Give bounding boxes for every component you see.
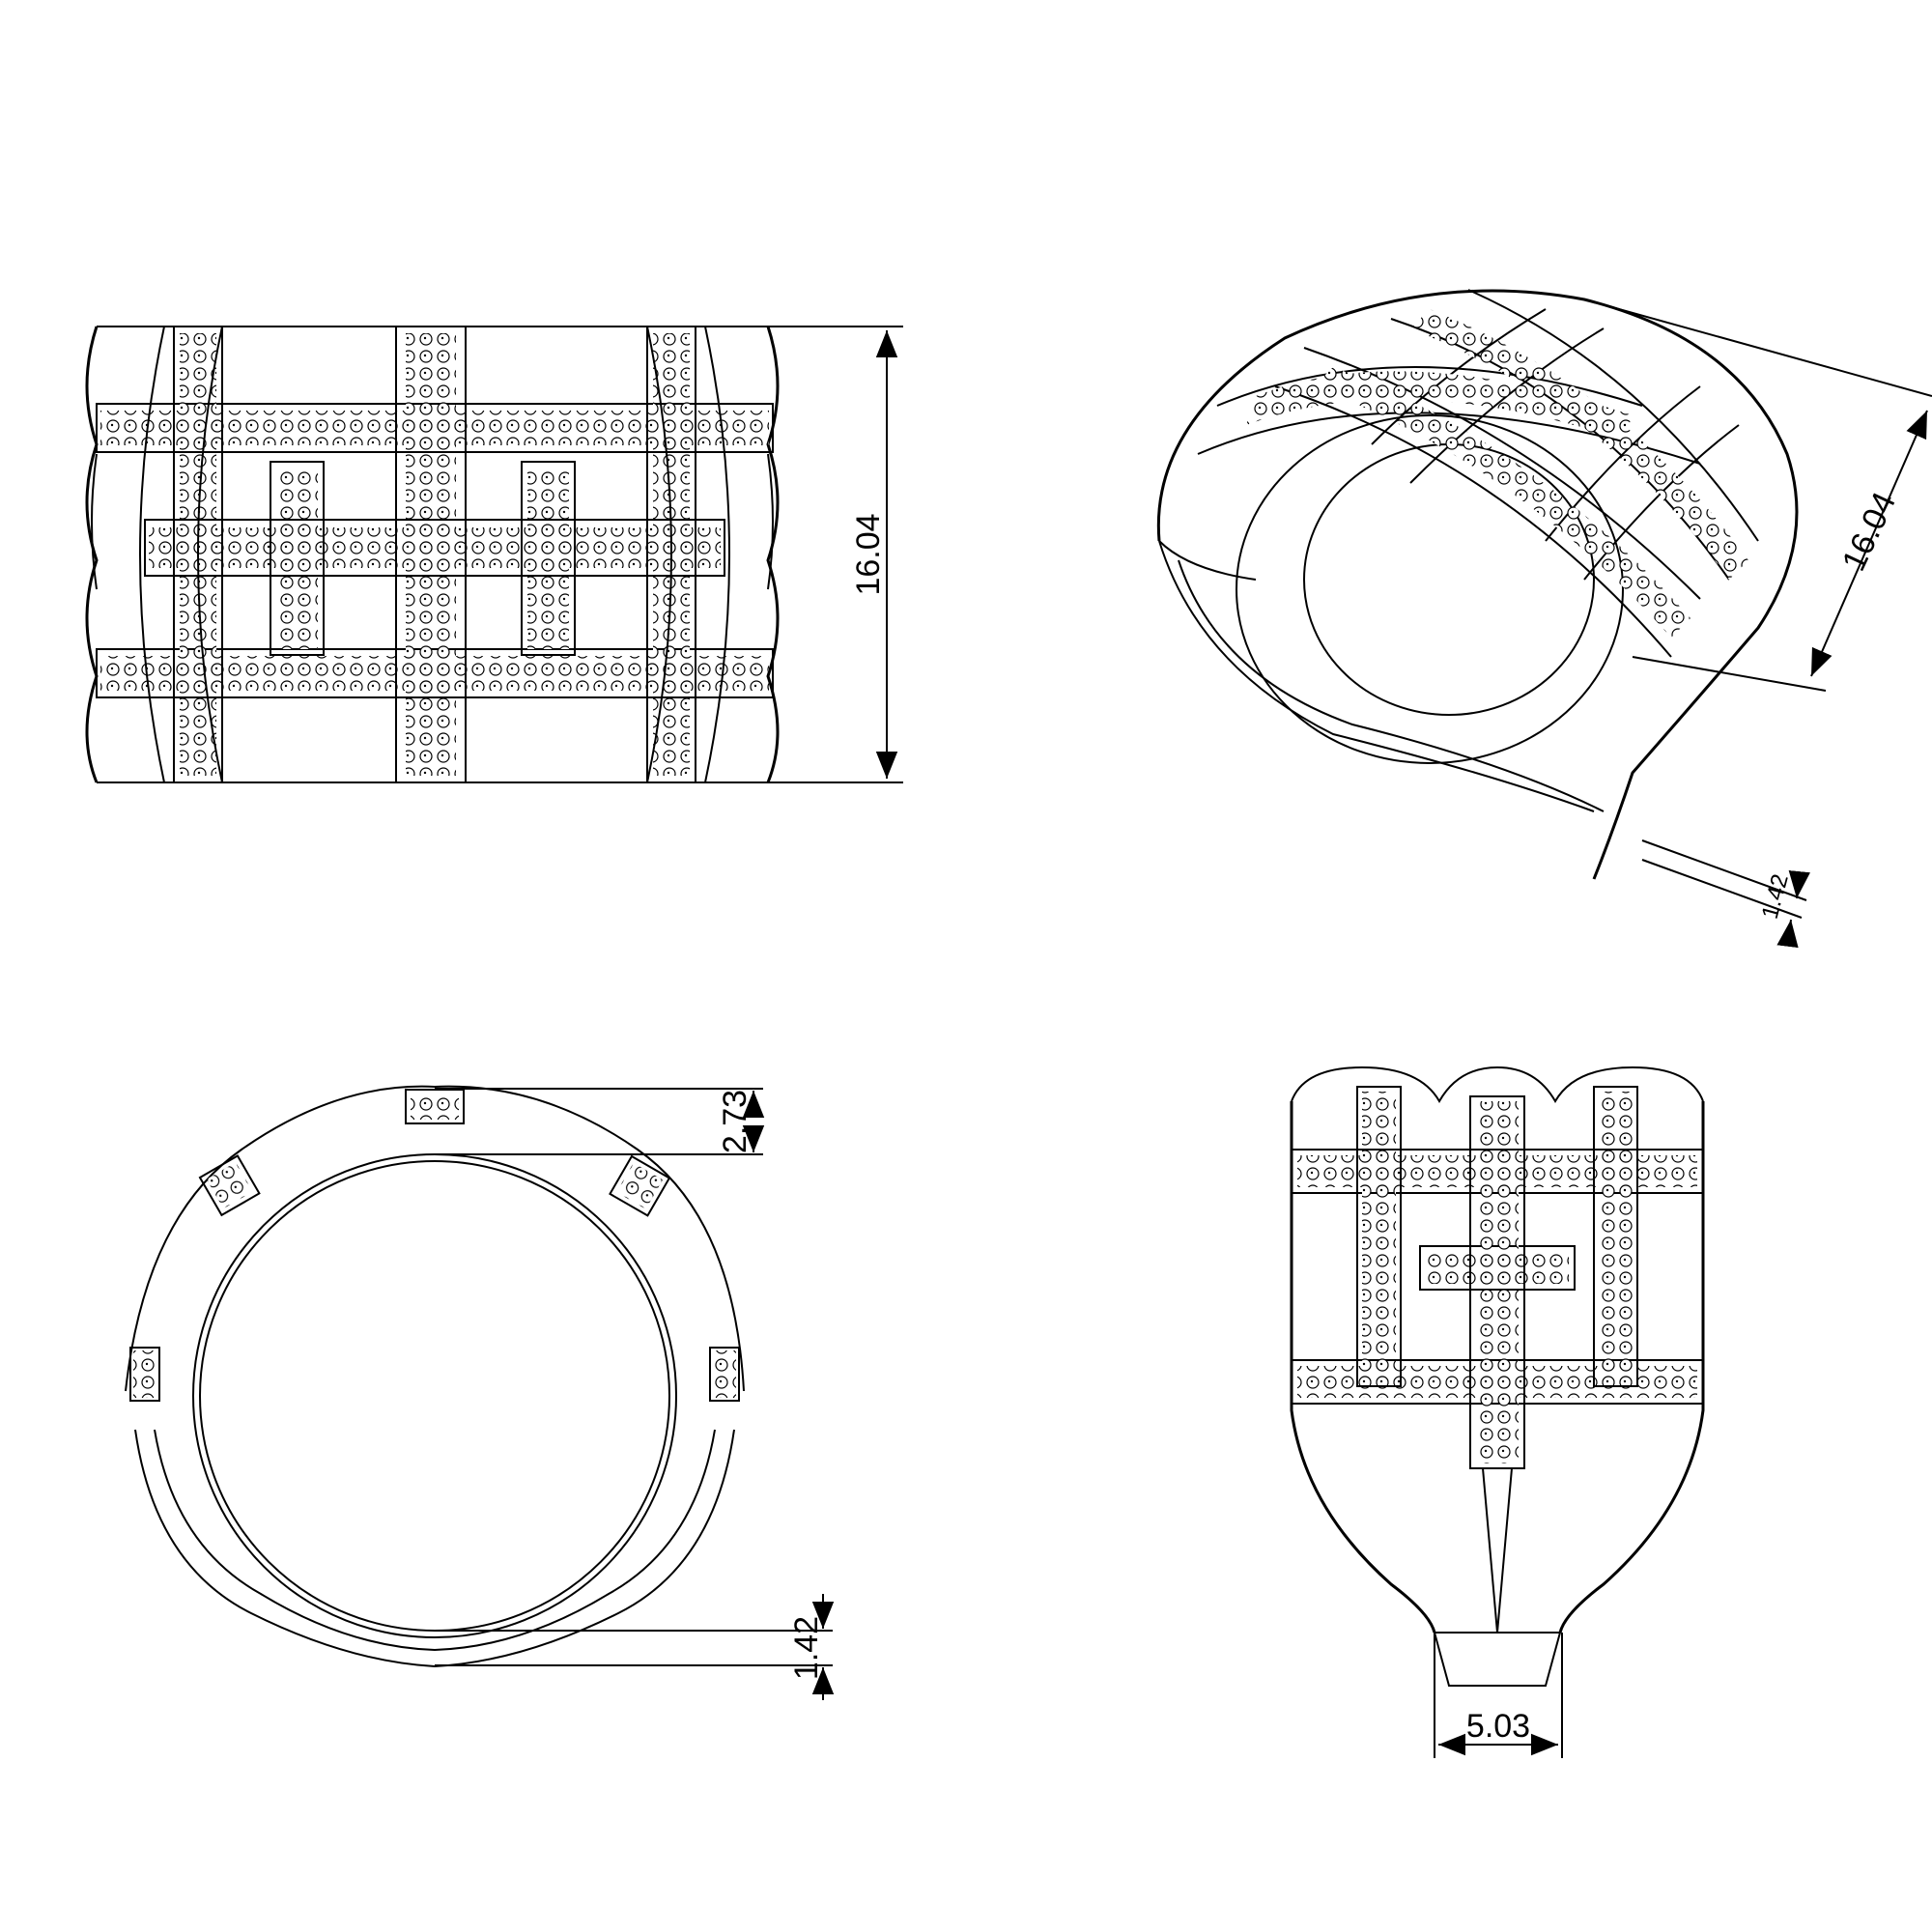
- side-view: 2.73 1.42: [125, 1085, 835, 1700]
- end-view: 5.03: [1290, 1065, 1705, 1758]
- side-height-dim: 2.73: [717, 1090, 753, 1153]
- pave-columns: [173, 326, 696, 783]
- iso-width-dim: 16.04: [1835, 487, 1903, 577]
- side-thickness-dim: 1.42: [788, 1616, 825, 1680]
- front-view: 16.04: [85, 326, 903, 783]
- isometric-view: 16.04 1.42: [1156, 289, 1932, 949]
- end-width-dim: 5.03: [1466, 1708, 1530, 1745]
- iso-thickness-dim: 1.42: [1757, 871, 1794, 922]
- front-width-dim: 16.04: [850, 513, 887, 595]
- iso-woven-bands: [1197, 289, 1759, 658]
